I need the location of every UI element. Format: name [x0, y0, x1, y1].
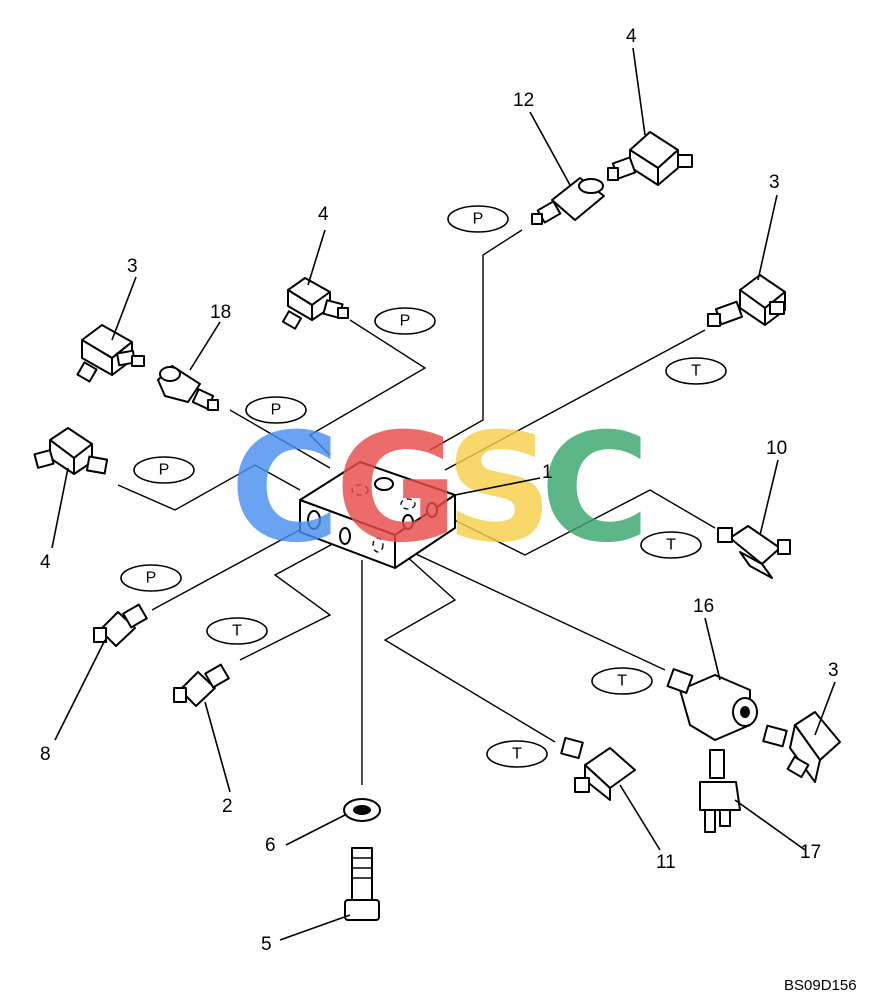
part-label-11: 11: [656, 852, 676, 873]
port-label-p-top: P: [447, 205, 509, 233]
watermark-letter-c2: C: [540, 402, 650, 576]
svg-text:P: P: [400, 313, 411, 330]
elbow-fitting-4-left: [33, 427, 109, 475]
bolt-5: [344, 847, 380, 921]
part-label-1: 1: [542, 462, 553, 483]
part-label-5: 5: [261, 934, 272, 955]
part-label-3-left: 3: [127, 256, 138, 277]
part-label-8: 8: [40, 744, 51, 765]
svg-text:T: T: [691, 363, 701, 380]
port-label-t-middle-right: T: [640, 531, 702, 559]
adapter-fitting-18: [157, 365, 219, 411]
part-label-3-right: 3: [769, 172, 780, 193]
svg-text:P: P: [473, 211, 484, 228]
part-label-3-lower: 3: [828, 660, 839, 681]
port-label-p-upper: P: [374, 307, 436, 335]
port-label-p-left: P: [133, 456, 195, 484]
svg-text:T: T: [512, 746, 522, 763]
watermark-letter-s: S: [445, 402, 553, 576]
svg-text:T: T: [232, 623, 242, 640]
svg-text:P: P: [271, 402, 282, 419]
elbow-fitting-3-left: [76, 324, 145, 383]
adapter-fitting-12: [531, 177, 605, 225]
tee-fitting-10: [717, 525, 791, 579]
port-label-t-left: T: [206, 617, 268, 645]
port-label-t-bottom: T: [486, 740, 548, 768]
part-label-17: 17: [800, 842, 821, 863]
part-number-labels: 3 18 4 4 12 4 3 1 10 8 2 16 3 11 17 6 5: [40, 26, 839, 955]
part-label-2: 2: [222, 796, 233, 817]
part-label-4-left: 4: [40, 552, 51, 573]
svg-text:P: P: [146, 570, 157, 587]
elbow-fitting-11: [560, 736, 636, 801]
svg-text:T: T: [666, 537, 676, 554]
watermark-letter-c1: C: [230, 402, 340, 576]
elbow-fitting-4-upper: [281, 277, 349, 330]
part-label-18: 18: [210, 302, 231, 323]
connector-fitting-17: [699, 749, 741, 833]
elbow-fitting-3-lower: [762, 711, 841, 783]
part-label-4-upper: 4: [318, 204, 329, 225]
port-labels: P P P P P T T T: [120, 205, 727, 768]
connector-fitting-2: [173, 663, 230, 707]
leader-lines: [51, 47, 836, 941]
washer-6: [343, 798, 381, 822]
port-label-p-lower: P: [120, 564, 182, 592]
svg-text:T: T: [617, 673, 627, 690]
part-label-6: 6: [265, 835, 276, 856]
svg-text:P: P: [159, 462, 170, 479]
swivel-fitting-16: [666, 668, 758, 741]
port-label-t-right: T: [665, 357, 727, 385]
part-label-10: 10: [766, 438, 787, 459]
connector-fitting-8: [93, 603, 148, 647]
connection-lines: [117, 229, 716, 785]
port-label-t-lower-right: T: [591, 667, 653, 695]
part-label-16: 16: [693, 596, 714, 617]
port-label-p-middle: P: [245, 396, 307, 424]
elbow-fitting-3-right: [707, 274, 786, 327]
diagram-code: BS09D156: [784, 977, 857, 994]
watermark: C G S C: [230, 402, 650, 576]
part-label-12: 12: [513, 90, 534, 111]
watermark-letter-g: G: [335, 402, 458, 576]
part-label-4-top: 4: [626, 26, 637, 47]
elbow-fitting-4-top: [607, 131, 693, 186]
